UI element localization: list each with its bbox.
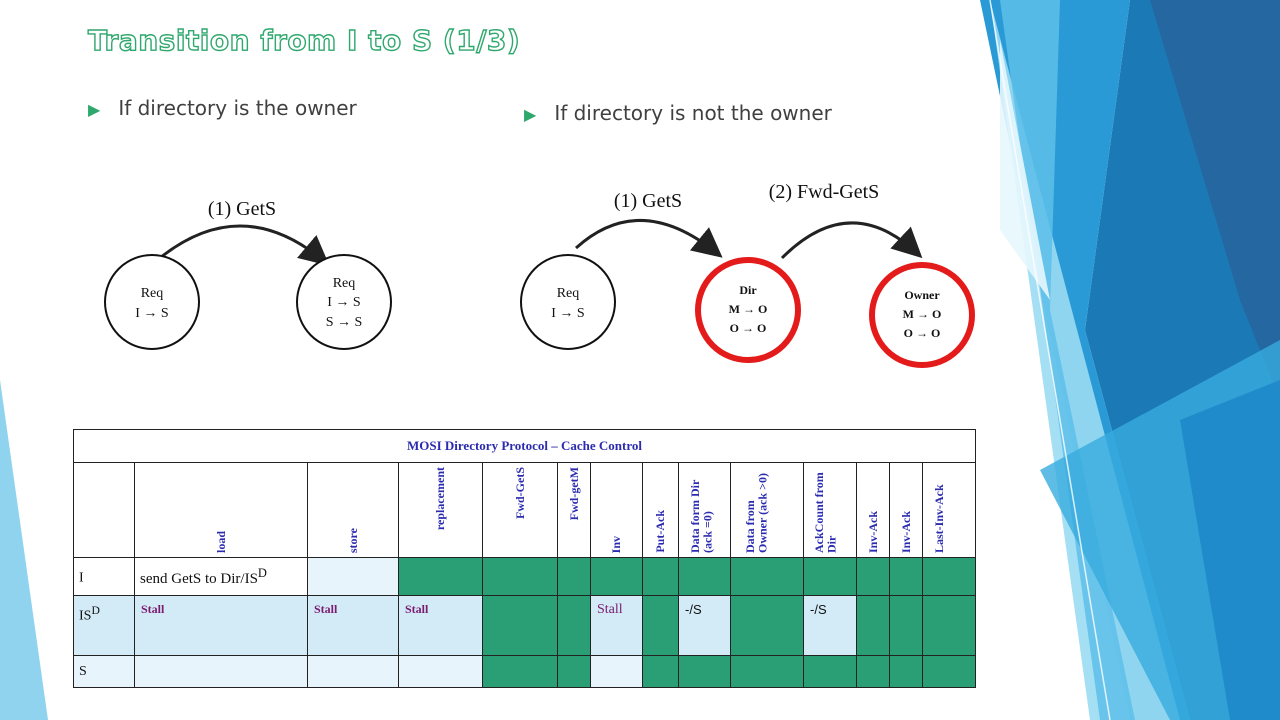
cell: [922, 655, 976, 688]
cell: [803, 557, 857, 596]
slide-title: Transition from I to S (1/3): [87, 23, 521, 57]
cell: [642, 655, 679, 688]
left-arc-label: (1) GetS: [208, 198, 276, 220]
mosi-protocol-table: MOSI Directory Protocol – Cache Control …: [73, 429, 976, 688]
right-getS-arrow: [574, 219, 723, 258]
dir-node: [695, 257, 801, 363]
cell: [557, 655, 591, 688]
header-corner: [73, 462, 135, 558]
col-header: replacement: [398, 462, 483, 558]
bullet-right-text: If directory is not the owner: [554, 101, 832, 125]
right-node3-line1: Owner: [904, 288, 940, 302]
cell: [889, 655, 923, 688]
right-node3-line3: O → O: [904, 326, 941, 340]
col-header: Put-Ack: [642, 462, 679, 558]
cell: [307, 557, 399, 596]
cell: [803, 655, 857, 688]
state-cell: S: [73, 655, 135, 688]
owner-node: [869, 262, 975, 368]
cell: [889, 557, 923, 596]
cell: [730, 595, 804, 656]
col-header: Data form Dir (ack =0): [678, 462, 731, 558]
right-node2-line3: O → O: [730, 321, 767, 335]
left-req-node: [104, 254, 200, 350]
cell: [922, 557, 976, 596]
col-header: Data from Owner (ack >0): [730, 462, 804, 558]
col-header: Last-Inv-Ack: [922, 462, 976, 558]
cell: [307, 655, 399, 688]
table-row: S: [73, 655, 976, 688]
ackcount-cell: -/S: [803, 595, 857, 656]
col-header: Inv: [590, 462, 643, 558]
cell: [557, 595, 591, 656]
table-row: I send GetS to Dir/ISD: [73, 557, 976, 596]
right-node2-line1: Dir: [739, 283, 757, 297]
left-node1-line2: I → S: [135, 306, 168, 321]
cell: [590, 655, 643, 688]
bullet-left-text: If directory is the owner: [118, 96, 357, 120]
right-req-node: [520, 254, 616, 350]
table-row: ISD Stall Stall Stall Stall -/S -/S: [73, 595, 976, 656]
bullet-arrow-icon: ▶: [88, 100, 101, 119]
bullet-arrow-icon: ▶: [524, 105, 537, 124]
cell: [678, 655, 731, 688]
right-arc2-label: (2) Fwd-GetS: [769, 181, 880, 203]
left-node2-line1: Req: [333, 276, 356, 291]
cell: [482, 595, 558, 656]
right-fwd-getS-arrow: [780, 221, 923, 260]
col-header: Fwd-GetS: [482, 462, 558, 558]
cell: [856, 557, 890, 596]
cell: [482, 655, 558, 688]
cell: [730, 655, 804, 688]
col-header: Inv-Ack: [889, 462, 923, 558]
col-header: load: [134, 462, 308, 558]
cell: [134, 655, 308, 688]
col-header: Inv-Ack: [856, 462, 890, 558]
cell: [856, 655, 890, 688]
bullet-right: ▶ If directory is not the owner: [524, 101, 832, 125]
stall-cell: Stall: [134, 595, 308, 656]
bullet-left: ▶ If directory is the owner: [88, 96, 357, 120]
cell: [889, 595, 923, 656]
left-getS-arrow: [154, 224, 330, 266]
cell: [642, 557, 679, 596]
right-node3-line2: M → O: [903, 307, 942, 321]
cell: [590, 557, 643, 596]
right-arc1-label: (1) GetS: [614, 190, 682, 212]
cell: [482, 557, 558, 596]
right-node1-line2: I → S: [551, 306, 584, 321]
left-node2-line2: I → S: [327, 295, 360, 310]
data-dir-cell: -/S: [678, 595, 731, 656]
left-req-node-2: [296, 254, 392, 350]
col-header: Fwd-getM: [557, 462, 591, 558]
stall-cell: Stall: [307, 595, 399, 656]
cell: [678, 557, 731, 596]
cell: [398, 557, 483, 596]
cell: [922, 595, 976, 656]
col-header: store: [307, 462, 399, 558]
cell: [398, 655, 483, 688]
cell: [856, 595, 890, 656]
left-node2-line3: S → S: [326, 315, 363, 330]
stall-cell: Stall: [398, 595, 483, 656]
inv-stall-cell: Stall: [590, 595, 643, 656]
col-header: AckCount from Dir: [803, 462, 857, 558]
right-node2-line2: M → O: [729, 302, 768, 316]
left-node1-line1: Req: [141, 286, 164, 301]
state-cell: I: [73, 557, 135, 596]
table-caption: MOSI Directory Protocol – Cache Control: [73, 429, 976, 463]
load-cell: send GetS to Dir/ISD: [134, 557, 308, 596]
state-cell: ISD: [73, 595, 135, 656]
cell: [730, 557, 804, 596]
right-node1-line1: Req: [557, 286, 580, 301]
cell: [642, 595, 679, 656]
cell: [557, 557, 591, 596]
